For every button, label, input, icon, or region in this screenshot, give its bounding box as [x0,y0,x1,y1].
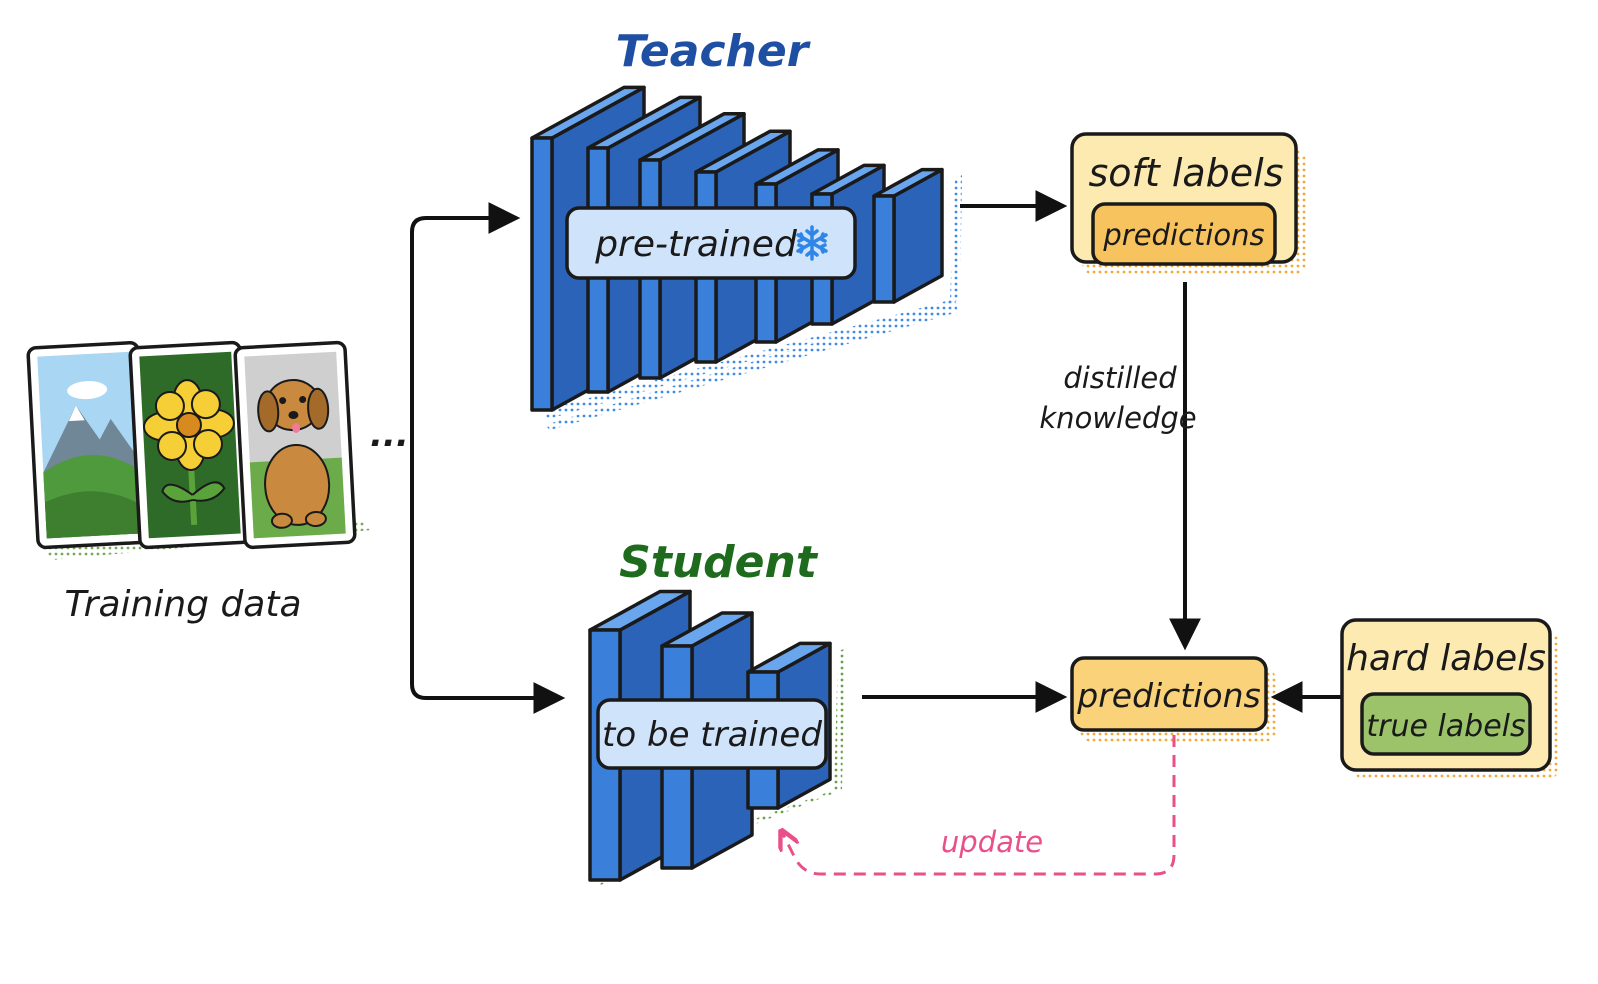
student-title: Student [619,537,819,588]
snowflake-icon [796,225,828,261]
student-predictions-box: predictions [1070,656,1276,742]
soft-labels-box: soft labels predictions [1070,132,1306,276]
pre-trained-badge: pre-trained [565,206,857,280]
puppy-image-card [233,340,357,550]
student-network: Student to be trained [588,537,845,886]
student-predictions-label: predictions [1076,676,1260,715]
to-be-trained-label: to be trained [602,715,822,755]
hard-labels-box: hard labels true labels [1340,618,1560,780]
training-data-label: Training data [64,584,301,625]
teacher-network: Teacher pre-trained [530,26,962,430]
flower-image-card [128,340,252,550]
teacher-title: Teacher [616,26,811,77]
arrow-to-student [410,440,566,714]
true-labels-pill [1360,692,1532,756]
hard-labels-title: hard labels [1346,638,1546,679]
knowledge-label: knowledge [1039,401,1196,435]
pre-trained-label: pre-trained [594,224,798,265]
teacher-layer-7 [872,167,944,304]
landscape-image-card [26,341,150,550]
soft-labels-predictions-label: predictions [1102,218,1264,252]
training-data-ellipsis: ... [370,415,409,455]
arrow-to-teacher [410,202,521,680]
to-be-trained-badge: to be trained [596,698,828,770]
update-label: update [941,825,1043,859]
true-labels-label: true labels [1366,709,1525,744]
data-split-connector [410,202,566,714]
training-data-group: ... Training data [26,340,409,625]
update-feedback-arrow [782,735,1176,876]
distilled-label: distilled [1063,361,1177,395]
soft-labels-title: soft labels [1088,151,1283,195]
soft-labels-predictions-pill [1091,202,1277,266]
